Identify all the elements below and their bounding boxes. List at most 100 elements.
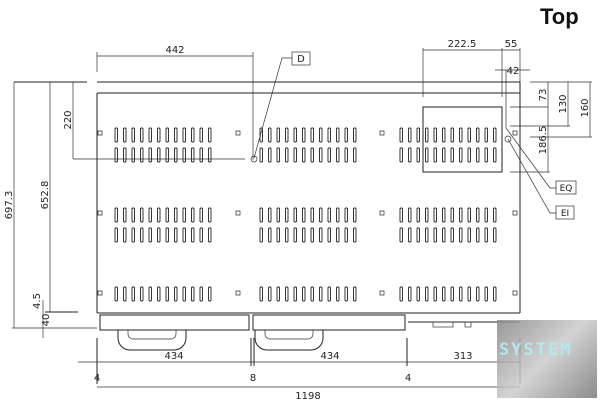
vent-slot [450, 127, 454, 143]
vent-slot [293, 207, 297, 223]
dim-697-3: 697.3 [4, 191, 15, 220]
vent-slot [276, 127, 280, 143]
dim-drawer-3: 313 [453, 351, 472, 362]
vent-slot [353, 286, 357, 302]
vent-slot [259, 227, 263, 243]
vent-slot [148, 207, 152, 223]
vent-slot [157, 147, 161, 163]
vent-slot [302, 286, 306, 302]
vent-slot [276, 147, 280, 163]
vent-slot [174, 286, 178, 302]
label-eq: EQ [560, 184, 573, 194]
vent-slot [484, 227, 488, 243]
vent-slot [123, 286, 127, 302]
vent-slot [114, 286, 118, 302]
dim-55: 55 [505, 39, 518, 50]
vent-slot [442, 127, 446, 143]
vent-slot [344, 147, 348, 163]
dim-40: 40 [41, 314, 52, 327]
vent-slot [484, 127, 488, 143]
mount-hole [97, 290, 103, 296]
dim-gap-3: 4 [405, 373, 411, 384]
vent-slot [467, 127, 471, 143]
vent-slot [336, 227, 340, 243]
vent-slot [140, 147, 144, 163]
vent-slot [302, 227, 306, 243]
vent-slot [157, 207, 161, 223]
vent-slot [433, 207, 437, 223]
vent-slot [433, 227, 437, 243]
vent-slot [148, 286, 152, 302]
vent-slot [302, 127, 306, 143]
vent-slot [310, 227, 314, 243]
vent-slot [131, 147, 135, 163]
vent-slot [259, 286, 263, 302]
vent-slot [319, 207, 323, 223]
vent-slot [336, 207, 340, 223]
vent-slot [114, 147, 118, 163]
vent-slot [276, 286, 280, 302]
dim-222-5: 222.5 [448, 39, 477, 50]
vent-slot [302, 147, 306, 163]
vent-slot [293, 127, 297, 143]
mount-hole [379, 210, 385, 216]
dim-130: 130 [558, 94, 569, 113]
vent-slot [285, 286, 289, 302]
mount-hole [379, 290, 385, 296]
vent-slot [433, 147, 437, 163]
vent-slot [408, 286, 412, 302]
vent-slot [493, 227, 497, 243]
vent-slot [268, 147, 272, 163]
vent-slot [442, 207, 446, 223]
vent-slot [165, 286, 169, 302]
vent-slot [425, 147, 429, 163]
dim-73: 73 [538, 89, 549, 102]
dim-186-5: 186.5 [538, 126, 549, 155]
vent-slot [268, 286, 272, 302]
vent-slot [208, 286, 212, 302]
dim-gap-1: 4 [94, 373, 100, 384]
vent-slot [319, 147, 323, 163]
vent-slot [493, 286, 497, 302]
vent-slot [182, 147, 186, 163]
compressor-area [422, 106, 503, 173]
mount-hole [235, 210, 241, 216]
vent-slot [450, 147, 454, 163]
vent-slot [148, 127, 152, 143]
vent-slot [165, 227, 169, 243]
vent-slot [327, 207, 331, 223]
vent-slot [293, 147, 297, 163]
vent-slot [336, 286, 340, 302]
vent-slot [353, 147, 357, 163]
vent-slot [353, 127, 357, 143]
vent-slot [459, 127, 463, 143]
mount-hole [235, 130, 241, 136]
vent-slot [191, 147, 195, 163]
label-d: D [297, 54, 305, 65]
vent-slot [285, 127, 289, 143]
vent-slot [268, 207, 272, 223]
vent-slot [208, 127, 212, 143]
mount-hole [512, 130, 518, 136]
vent-slot [319, 127, 323, 143]
vent-slot [344, 286, 348, 302]
vent-slot [182, 227, 186, 243]
vent-slot [319, 227, 323, 243]
vent-slot [165, 147, 169, 163]
vent-slot [353, 207, 357, 223]
dim-42: 42 [507, 66, 520, 77]
vent-slot [191, 286, 195, 302]
dim-220: 220 [63, 110, 74, 129]
vent-slot [148, 227, 152, 243]
vent-slot [327, 286, 331, 302]
vent-slot [199, 207, 203, 223]
vent-slot [310, 127, 314, 143]
vent-slot [302, 207, 306, 223]
dimension-lines [12, 48, 592, 388]
vent-slot [199, 286, 203, 302]
vent-slot [344, 207, 348, 223]
vent-slot [199, 127, 203, 143]
vent-slot [131, 227, 135, 243]
mount-hole [379, 130, 385, 136]
